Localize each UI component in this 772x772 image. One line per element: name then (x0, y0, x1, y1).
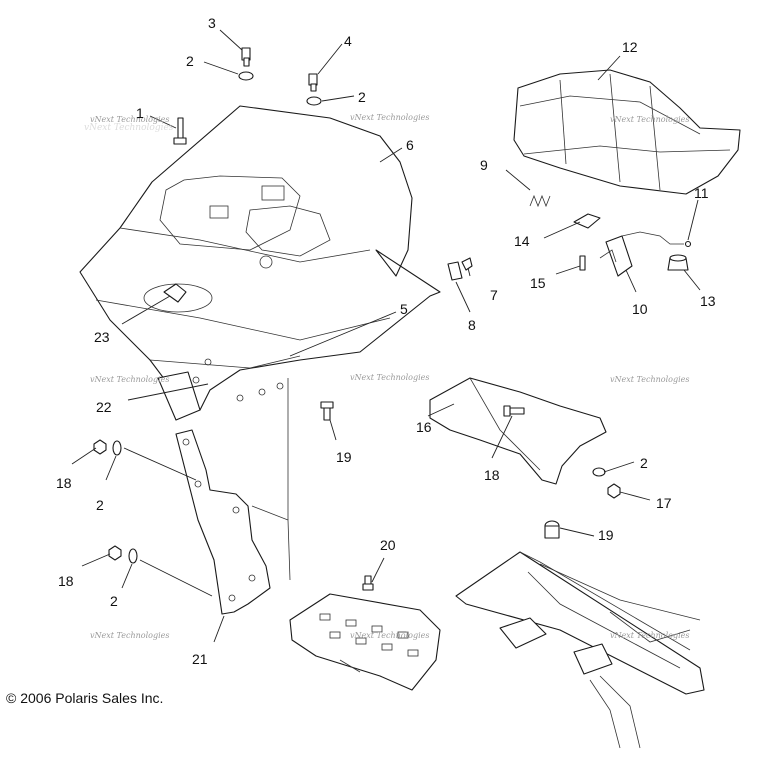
spring-9 (529, 194, 551, 208)
rear-fender (79, 105, 441, 411)
mud-flap (157, 371, 201, 421)
pin-15 (579, 255, 586, 271)
watermark-3: vNext Technologies (610, 115, 689, 124)
callout-2: 2 (110, 593, 118, 609)
callout-19: 19 (598, 527, 614, 543)
watermark-8: vNext Technologies (350, 631, 429, 640)
callout-18: 18 (58, 573, 74, 589)
latch-10 (599, 231, 684, 277)
copyright-notice: © 2006 Polaris Sales Inc. (6, 690, 164, 706)
washer-2b (306, 96, 322, 106)
callout-6: 6 (406, 137, 414, 153)
watermarks: vNext Technologies vNext Technologies vN… (84, 113, 689, 640)
bolt-20 (362, 575, 374, 591)
callout-7: 7 (490, 287, 498, 303)
washer-2c (112, 440, 122, 456)
nut-17 (607, 483, 621, 499)
bolt-3 (241, 47, 251, 67)
callout-labels: 1 2 2 2 2 2 3 4 5 6 7 8 9 10 11 12 13 14… (56, 15, 716, 667)
leader-lines (71, 29, 701, 643)
side-bracket (175, 378, 291, 615)
bolt-4 (308, 73, 318, 92)
screw-7 (461, 257, 473, 271)
callout-23: 23 (94, 329, 110, 345)
callout-2: 2 (96, 497, 104, 513)
watermark-2: vNext Technologies (350, 113, 429, 122)
callout-20: 20 (380, 537, 396, 553)
heel-guard (429, 377, 607, 485)
callout-2: 2 (186, 53, 194, 69)
callout-18: 18 (484, 467, 500, 483)
watermark-7: vNext Technologies (90, 631, 169, 640)
fender-emblem (143, 283, 213, 313)
callout-19: 19 (336, 449, 352, 465)
rear-frame (455, 520, 705, 749)
pad-14 (573, 213, 601, 229)
callout-17: 17 (656, 495, 672, 511)
callout-11: 11 (694, 185, 709, 201)
watermark-6: vNext Technologies (610, 375, 689, 384)
bolt-19a (320, 401, 334, 421)
callout-5: 5 (400, 301, 408, 317)
watermark-4: vNext Technologies (90, 375, 169, 384)
callout-22: 22 (96, 399, 112, 415)
callout-13: 13 (700, 293, 716, 309)
callout-16: 16 (416, 419, 432, 435)
callout-14: 14 (514, 233, 530, 249)
callout-2: 2 (358, 89, 366, 105)
washer-2e (592, 467, 606, 477)
watermark-9: vNext Technologies (610, 631, 689, 640)
footrest (289, 593, 441, 691)
washer-2d (128, 548, 138, 564)
callout-3: 3 (208, 15, 216, 31)
nut-18b (108, 545, 122, 561)
watermark-1: vNext Technologies (90, 115, 169, 124)
callout-8: 8 (468, 317, 476, 333)
watermark-5: vNext Technologies (350, 373, 429, 382)
callout-10: 10 (632, 301, 648, 317)
callout-2: 2 (640, 455, 648, 471)
callout-4: 4 (344, 33, 352, 49)
bumper-13 (667, 254, 689, 271)
callout-12: 12 (622, 39, 638, 55)
washer-2a (238, 71, 254, 81)
watermark-bg: vNext Technologies (84, 123, 174, 133)
clip-8 (447, 261, 463, 281)
callout-18: 18 (56, 475, 72, 491)
callout-1: 1 (136, 105, 144, 121)
bolt-18c (503, 405, 525, 417)
nut-18a (93, 439, 107, 455)
callout-21: 21 (192, 651, 208, 667)
callout-9: 9 (480, 157, 488, 173)
callout-15: 15 (530, 275, 546, 291)
seat (513, 69, 741, 195)
cable-end-11 (684, 240, 692, 248)
bolt-1 (173, 117, 187, 145)
